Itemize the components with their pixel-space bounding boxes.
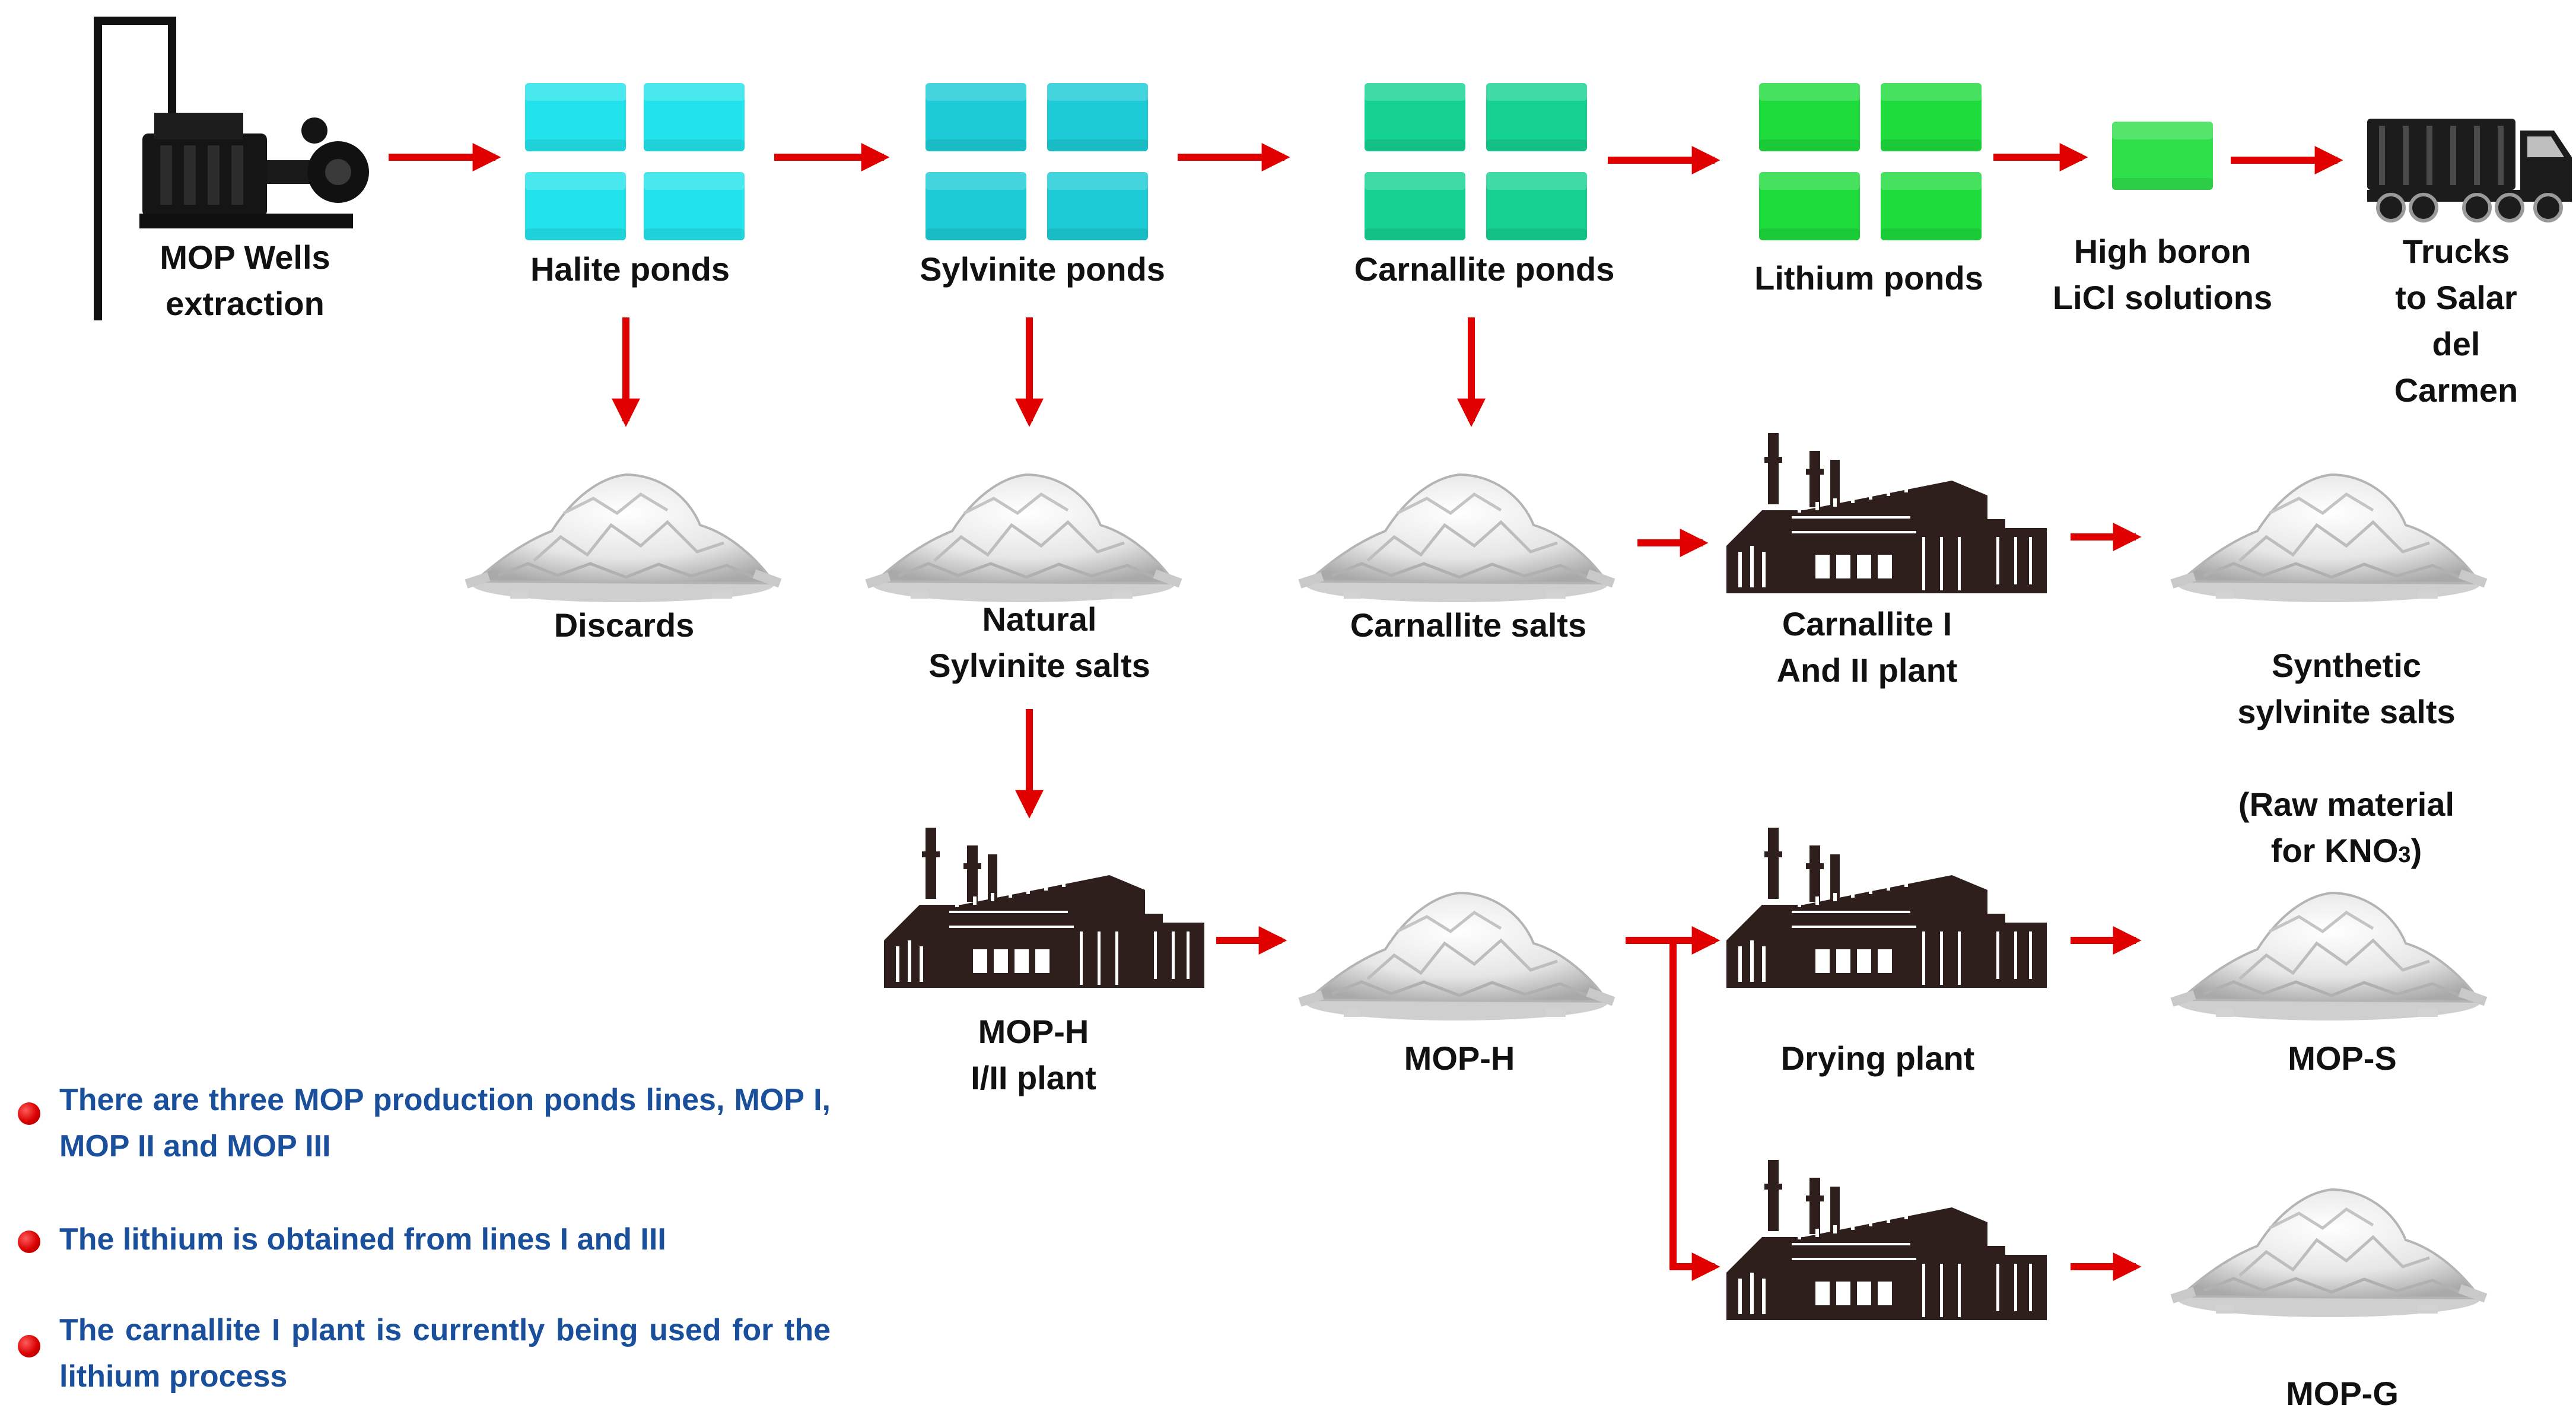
synthetic-sylvinite-subscript: 3 bbox=[2398, 842, 2411, 867]
lithium-ponds-label: Lithium ponds bbox=[1754, 259, 1983, 297]
bullet-icon bbox=[18, 1335, 40, 1357]
synthetic-sylvinite-label: Synthetic sylvinite salts (Raw material … bbox=[2232, 596, 2461, 878]
salt-pile-icon bbox=[1299, 893, 1615, 1020]
moph-plant-label: MOP-H I/II plant bbox=[971, 1013, 1096, 1096]
carnallite-ponds-label: Carnallite ponds bbox=[1354, 250, 1615, 288]
boron-label: High boron LiCl solutions bbox=[2052, 233, 2273, 316]
mopg-label: MOP-G bbox=[2286, 1375, 2399, 1412]
salt-pile-icon bbox=[2171, 475, 2488, 602]
sylvinite-ponds-label: Sylvinite ponds bbox=[920, 250, 1165, 288]
bullet-icon bbox=[18, 1102, 40, 1125]
factory-icon bbox=[1726, 433, 2047, 593]
pump-engine-icon bbox=[139, 113, 369, 228]
halite-ponds-icon bbox=[525, 83, 745, 240]
wells-label: MOP Wells extraction bbox=[160, 239, 330, 322]
note-item: The lithium is obtained from lines I and… bbox=[59, 1222, 666, 1257]
salt-pile-icon bbox=[2171, 893, 2488, 1020]
mops-label: MOP-S bbox=[2288, 1039, 2397, 1077]
salt-pile-icon bbox=[465, 475, 782, 602]
synthetic-sylvinite-close: ) bbox=[2410, 832, 2422, 869]
note-item: The carnallite I plant is currently bein… bbox=[59, 1313, 831, 1394]
trucks-label: Trucks to Salar del Carmen bbox=[2394, 233, 2518, 409]
truck-icon bbox=[2367, 119, 2572, 221]
factory-icon bbox=[1726, 1160, 2047, 1320]
moph-label: MOP-H bbox=[1404, 1039, 1515, 1077]
carnallite-plant-label: Carnallite I And II plant bbox=[1776, 605, 1958, 689]
synthetic-sylvinite-title: Synthetic sylvinite salts bbox=[2237, 647, 2456, 730]
salt-pile-icon bbox=[866, 475, 1182, 602]
lithium-ponds-icon bbox=[1759, 83, 1982, 240]
sylvinite-ponds-icon bbox=[926, 83, 1148, 240]
halite-ponds-label: Halite ponds bbox=[530, 250, 730, 288]
factory-icon bbox=[1726, 828, 2047, 988]
natural-sylvinite-label: Natural Sylvinite salts bbox=[928, 600, 1150, 684]
drying-plant-label: Drying plant bbox=[1780, 1039, 1975, 1077]
salt-pile-icon bbox=[2171, 1190, 2488, 1317]
carnallite-salts-label: Carnallite salts bbox=[1350, 606, 1587, 644]
well-pipe bbox=[94, 17, 176, 320]
carnallite-ponds-icon bbox=[1365, 83, 1587, 240]
synthetic-sylvinite-note: (Raw material for KNO bbox=[2238, 786, 2455, 869]
salt-pile-icon bbox=[1299, 475, 1615, 602]
discards-label: Discards bbox=[554, 606, 695, 644]
bullet-icon bbox=[18, 1231, 40, 1253]
boron-solution-icon bbox=[2112, 122, 2213, 190]
note-item: There are three MOP production ponds lin… bbox=[59, 1083, 831, 1163]
factory-icon bbox=[884, 828, 1204, 988]
